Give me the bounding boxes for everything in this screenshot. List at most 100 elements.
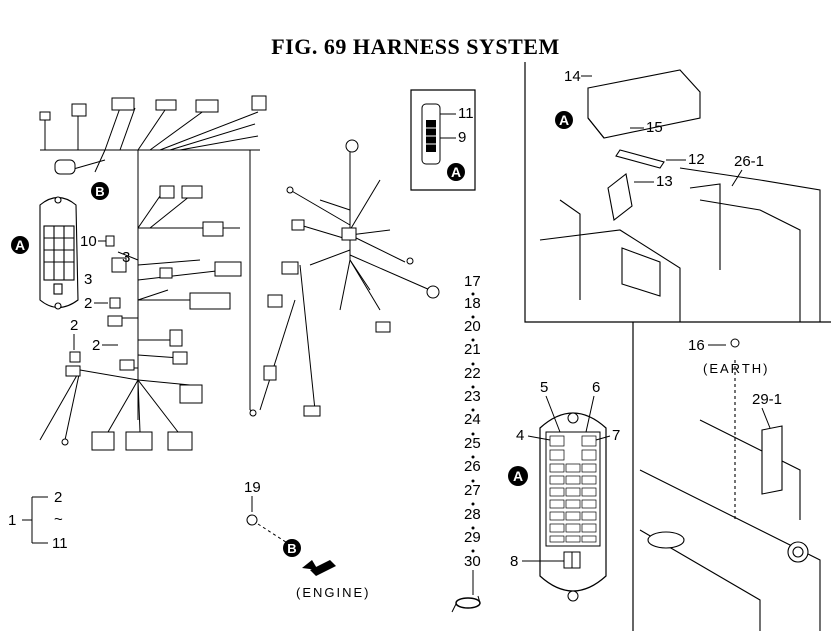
- svg-text:2: 2: [84, 295, 92, 312]
- svg-text:28: 28: [464, 506, 481, 523]
- item-range-bracket: 1 2 ~ 11: [8, 489, 68, 552]
- connector: [155, 99, 177, 111]
- svg-text:18: 18: [464, 295, 481, 312]
- mount-assembly: [539, 69, 821, 322]
- connector: [91, 431, 115, 451]
- svg-text:5: 5: [540, 379, 548, 396]
- svg-text:23: 23: [464, 388, 481, 405]
- inset-a-detail: 11 9 A: [421, 103, 474, 181]
- svg-text:4: 4: [516, 427, 524, 444]
- numbered-stack: 17 18 20 21 22 23 24 25 26 27 28 29 30: [451, 273, 481, 613]
- svg-text:10: 10: [80, 233, 97, 250]
- svg-text:19: 19: [244, 479, 261, 496]
- connector: [107, 315, 123, 327]
- svg-text:30: 30: [464, 553, 481, 570]
- svg-text:A: A: [559, 112, 569, 128]
- svg-text:25: 25: [464, 435, 481, 452]
- part-labels-right-top: 14 A 15 12 13 26-1: [555, 68, 764, 190]
- svg-text:12: 12: [688, 151, 705, 168]
- ground-bolt-19: 19 B (ENGINE): [244, 479, 371, 600]
- svg-text:6: 6: [592, 379, 600, 396]
- connector: [111, 257, 127, 273]
- svg-text:~: ~: [54, 511, 63, 528]
- svg-text:11: 11: [458, 105, 474, 122]
- earth-frame: [639, 360, 821, 631]
- svg-text:21: 21: [464, 341, 481, 358]
- svg-text:29-1: 29-1: [752, 391, 782, 408]
- svg-text:13: 13: [656, 173, 673, 190]
- connector: [195, 99, 219, 113]
- connector: [286, 186, 294, 194]
- connector: [214, 261, 242, 277]
- panel-frames: [410, 62, 831, 631]
- svg-text:14: 14: [564, 68, 581, 85]
- connector: [109, 297, 121, 309]
- svg-text:1: 1: [8, 512, 16, 529]
- connector: [181, 185, 203, 199]
- callout-a-left: A: [11, 236, 29, 254]
- svg-text:A: A: [451, 164, 461, 180]
- connector: [189, 292, 231, 310]
- svg-text:3: 3: [84, 271, 92, 288]
- connector: [291, 219, 305, 231]
- callout-b-left: B: [91, 182, 109, 200]
- connector: [263, 365, 277, 381]
- svg-text:2: 2: [54, 489, 62, 506]
- figure-title: FIG. 69 HARNESS SYSTEM: [271, 34, 560, 59]
- svg-text:24: 24: [464, 411, 481, 428]
- svg-text:8: 8: [510, 553, 518, 570]
- svg-text:(EARTH): (EARTH): [703, 361, 769, 376]
- svg-text:A: A: [15, 237, 25, 253]
- svg-text:9: 9: [458, 129, 466, 146]
- svg-text:11: 11: [52, 535, 68, 552]
- connector: [172, 351, 188, 365]
- connector: [281, 261, 299, 275]
- svg-text:2: 2: [70, 317, 78, 334]
- fuse-box-detail: A 5 6 4 7: [508, 379, 620, 602]
- svg-text:22: 22: [464, 365, 481, 382]
- svg-text:20: 20: [464, 318, 481, 335]
- connector: [54, 159, 76, 175]
- connector: [167, 431, 193, 451]
- connector: [159, 267, 173, 279]
- svg-text:29: 29: [464, 529, 481, 546]
- svg-text:(ENGINE): (ENGINE): [296, 585, 371, 600]
- connector: [39, 111, 51, 121]
- connector: [65, 365, 81, 377]
- svg-text:7: 7: [612, 427, 620, 444]
- svg-text:26-1: 26-1: [734, 153, 764, 170]
- svg-text:B: B: [95, 184, 104, 199]
- connector: [111, 97, 135, 111]
- connector: [426, 285, 440, 299]
- connectors: [39, 95, 440, 451]
- connector: [125, 431, 153, 451]
- svg-text:A: A: [513, 468, 523, 484]
- connector: [345, 139, 359, 153]
- connector: [303, 405, 321, 417]
- svg-text:26: 26: [464, 458, 481, 475]
- connector: [202, 221, 224, 237]
- connector: [169, 329, 183, 347]
- connector: [249, 409, 257, 417]
- connector: [267, 294, 283, 308]
- part-labels-left: 10 3 3 2 2 2: [70, 233, 130, 354]
- connector: [119, 359, 135, 371]
- svg-text:16: 16: [688, 337, 705, 354]
- svg-text:2: 2: [92, 337, 100, 354]
- connector: [406, 257, 414, 265]
- connector: [251, 95, 267, 111]
- connector: [71, 103, 87, 117]
- svg-text:B: B: [287, 541, 296, 556]
- connector: [159, 185, 175, 199]
- part-labels-right-bottom: 16 (EARTH) 29-1: [688, 337, 782, 429]
- svg-text:17: 17: [464, 273, 481, 290]
- svg-text:15: 15: [646, 119, 663, 136]
- connector: [341, 227, 357, 241]
- svg-text:27: 27: [464, 482, 481, 499]
- connector: [61, 438, 69, 446]
- connector: [69, 351, 81, 363]
- connector: [179, 384, 203, 404]
- svg-text:3: 3: [122, 249, 130, 266]
